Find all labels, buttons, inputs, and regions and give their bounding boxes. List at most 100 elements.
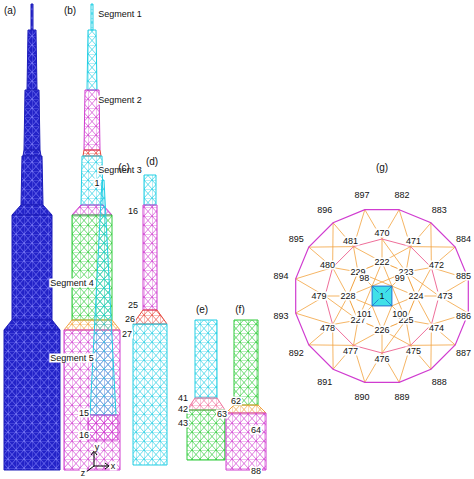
panel-label: (b) [63,6,77,16]
callout-number: 101 [356,309,373,318]
member-line [309,246,354,247]
callout-number: y [94,443,101,452]
member-line [358,272,392,286]
member-line [372,272,406,286]
callout-number: 480 [319,260,336,269]
tower-segment [4,330,60,470]
segmented-model-b [64,4,120,470]
callout-number: 99 [394,274,406,283]
callout-number: 62 [230,397,242,406]
callout-number: 1 [378,292,385,301]
axis-arrow [91,451,97,466]
axis-arrow [94,463,109,469]
tower-segment [88,415,118,440]
segment-f [226,320,266,470]
callout-number: 473 [436,292,453,301]
callout-number: Segment 2 [97,96,143,105]
callout-number: 896 [316,206,333,215]
member-line [392,272,406,286]
tower-segment [143,205,157,310]
callout-number: 477 [342,346,359,355]
callout-number: 479 [310,292,327,301]
member-line [411,246,456,247]
callout-number: 222 [373,258,390,267]
tower-segment [226,405,266,413]
callout-number: 64 [250,426,262,435]
callout-number: 472 [428,260,445,269]
ring-outline [296,210,469,383]
callout-number: 474 [428,323,445,332]
callout-number: 1 [93,179,100,188]
callout-number: 226 [373,326,390,335]
callout-number: 41 [177,394,189,403]
callout-number: Segment 4 [49,279,95,288]
callout-number: 475 [405,346,422,355]
callout-number: 885 [455,271,472,280]
callout-number: 100 [391,309,408,318]
tower-segment [87,30,97,90]
callout-number: z [80,468,87,477]
tower-segment [226,413,266,470]
tower-segment [91,4,93,30]
ring-outline [372,286,392,306]
callout-number: x [110,462,117,471]
tower-segment [83,150,101,156]
panel-label: (g) [375,163,389,173]
tower-segment [144,175,156,205]
callout-number: 892 [288,349,305,358]
tower-segment [133,310,167,324]
plan-view [296,210,469,383]
callout-number: 889 [394,393,411,402]
tower-segment [31,4,33,30]
callout-number: 16 [78,431,90,440]
tower-segment [4,320,60,330]
callout-number: 228 [339,292,356,301]
tower-segment [90,180,116,415]
callout-number: 895 [288,234,305,243]
tower-segment [24,90,40,150]
axis-triad [86,451,109,472]
callout-number: 883 [431,206,448,215]
tower-segment [133,324,167,465]
callout-number: 476 [373,355,390,364]
callout-number: 887 [455,349,472,358]
callout-number: Segment 5 [49,354,95,363]
callout-number: 481 [342,237,359,246]
full-model-a [4,4,60,470]
panel-label: (c) [117,163,131,173]
axis-arrow [86,466,94,472]
segment-c [88,180,118,440]
tower-segment [27,30,37,90]
panel-label: (e) [195,305,209,315]
tower-segment [195,320,217,398]
callout-number: 886 [455,312,472,321]
tower-segment [23,150,41,156]
tower-segment [12,215,52,320]
callout-number: 16 [127,207,139,216]
callout-number: 88 [250,467,262,476]
callout-number: 15 [78,409,90,418]
callout-number: 893 [272,312,289,321]
callout-number: 478 [319,323,336,332]
segment-d [133,175,167,465]
callout-number: 26 [124,315,136,324]
tower-segment [21,156,43,205]
tower-segment [234,320,258,405]
callout-number: 884 [455,234,472,243]
panel-label: (d) [145,157,159,167]
callout-number: 894 [272,271,289,280]
tower-segment [81,156,103,205]
callout-number: 63 [216,410,228,419]
tower-segment [12,205,52,215]
callout-number: 891 [316,377,333,386]
ring-outline [348,262,416,330]
callout-number: 890 [353,393,370,402]
panel-label: (a) [3,6,17,16]
callout-number: 888 [431,377,448,386]
callout-number: 25 [127,301,139,310]
tower-segment [187,398,225,410]
callout-number: 471 [405,237,422,246]
member-line [358,272,372,286]
